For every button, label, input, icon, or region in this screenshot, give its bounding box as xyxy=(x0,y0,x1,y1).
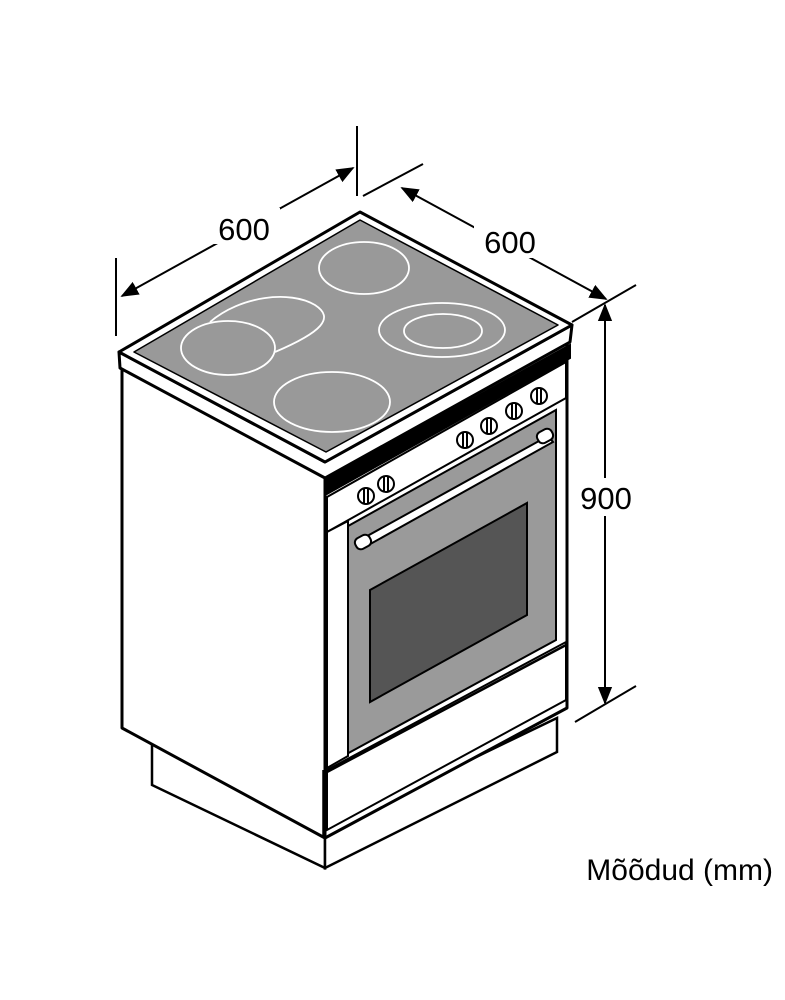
burner-left-extension xyxy=(209,296,325,353)
knob-icon xyxy=(530,387,548,405)
control-knobs xyxy=(357,387,548,505)
units-caption: Mõõdud (mm) xyxy=(586,854,773,887)
depth-label: 600 xyxy=(484,225,536,260)
knob-icon xyxy=(480,417,498,435)
drawer xyxy=(326,640,567,832)
burner-front xyxy=(273,371,391,433)
knob-icon xyxy=(456,431,474,449)
oven-window xyxy=(369,501,528,704)
front-details xyxy=(322,343,571,836)
knob-icon xyxy=(357,487,375,505)
width-label: 600 xyxy=(218,212,270,247)
burner-right-inner xyxy=(403,313,483,349)
knob-icon xyxy=(505,402,523,420)
oven-door-left-frame xyxy=(326,519,349,770)
height-label: 900 xyxy=(580,481,632,516)
oven-handle xyxy=(353,427,555,551)
control-strip xyxy=(324,343,571,497)
burners xyxy=(180,241,506,433)
burner-left xyxy=(180,320,276,376)
knob-icon xyxy=(377,475,395,493)
burner-right-outer xyxy=(378,302,506,358)
